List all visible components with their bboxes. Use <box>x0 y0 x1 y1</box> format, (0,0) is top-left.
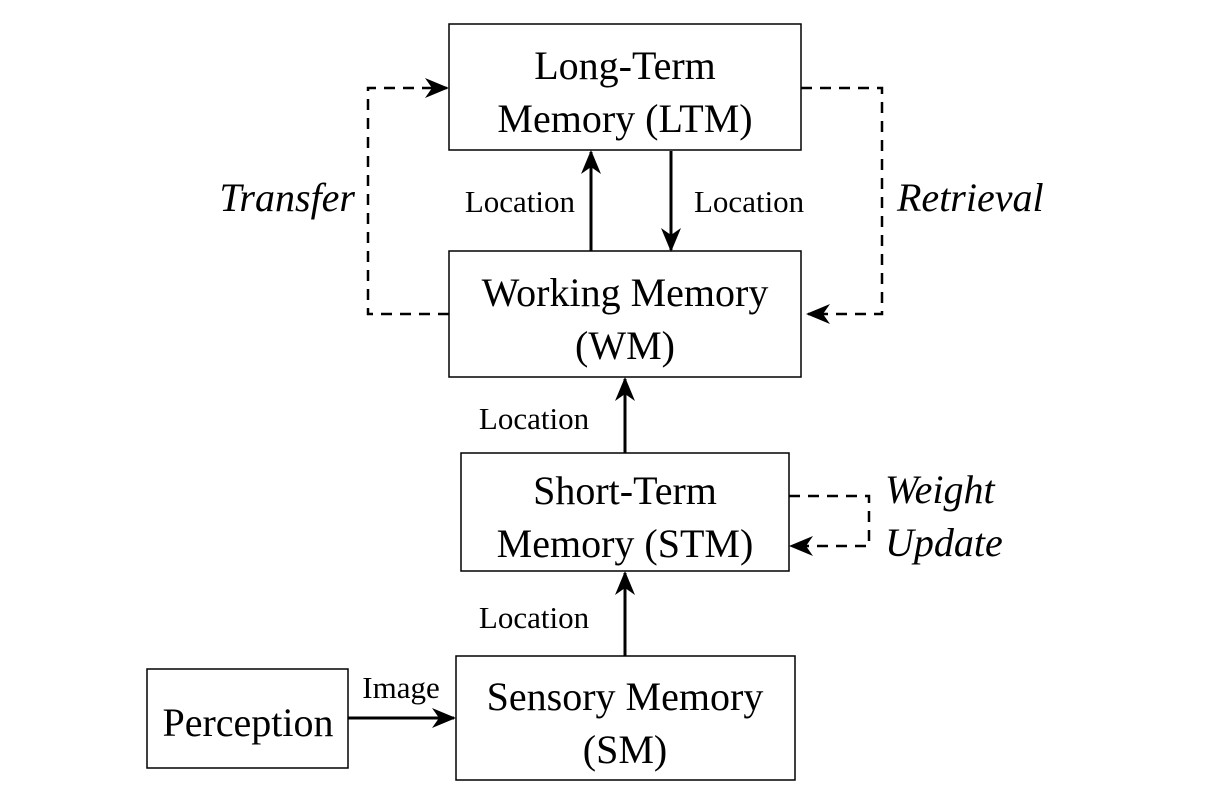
perception-label: Perception <box>162 700 333 745</box>
wm-label-line2: (WM) <box>575 323 675 368</box>
wm-label-line1: Working Memory <box>482 270 769 315</box>
stm-label-line2: Memory (STM) <box>497 521 754 566</box>
sm-box <box>455 655 796 781</box>
weight-update-label-line2: Update <box>885 520 1003 565</box>
perception-to-sm-label: Image <box>362 670 439 705</box>
weight-update-loop-arrow <box>789 494 871 556</box>
wm-to-ltm-label: Location <box>465 184 576 219</box>
retrieval-loop-arrow <box>801 86 884 324</box>
sm-to-stm-label: Location <box>479 600 590 635</box>
ltm-label-line1: Long-Term <box>534 43 716 88</box>
ltm-label-line2: Memory (LTM) <box>497 96 752 141</box>
transfer-label: Transfer <box>219 175 355 220</box>
sm-label-line2: (SM) <box>583 727 667 772</box>
sm-label-line1: Sensory Memory <box>487 674 764 719</box>
transfer-loop-arrow <box>366 78 449 316</box>
perception-box <box>146 668 349 769</box>
ltm-box <box>448 23 802 151</box>
stm-to-wm-label: Location <box>479 401 590 436</box>
stm-label-line1: Short-Term <box>533 468 717 513</box>
retrieval-label: Retrieval <box>896 175 1044 220</box>
wm-box <box>448 250 802 378</box>
ltm-to-wm-label: Location <box>694 184 805 219</box>
weight-update-label-line1: Weight <box>885 467 996 512</box>
